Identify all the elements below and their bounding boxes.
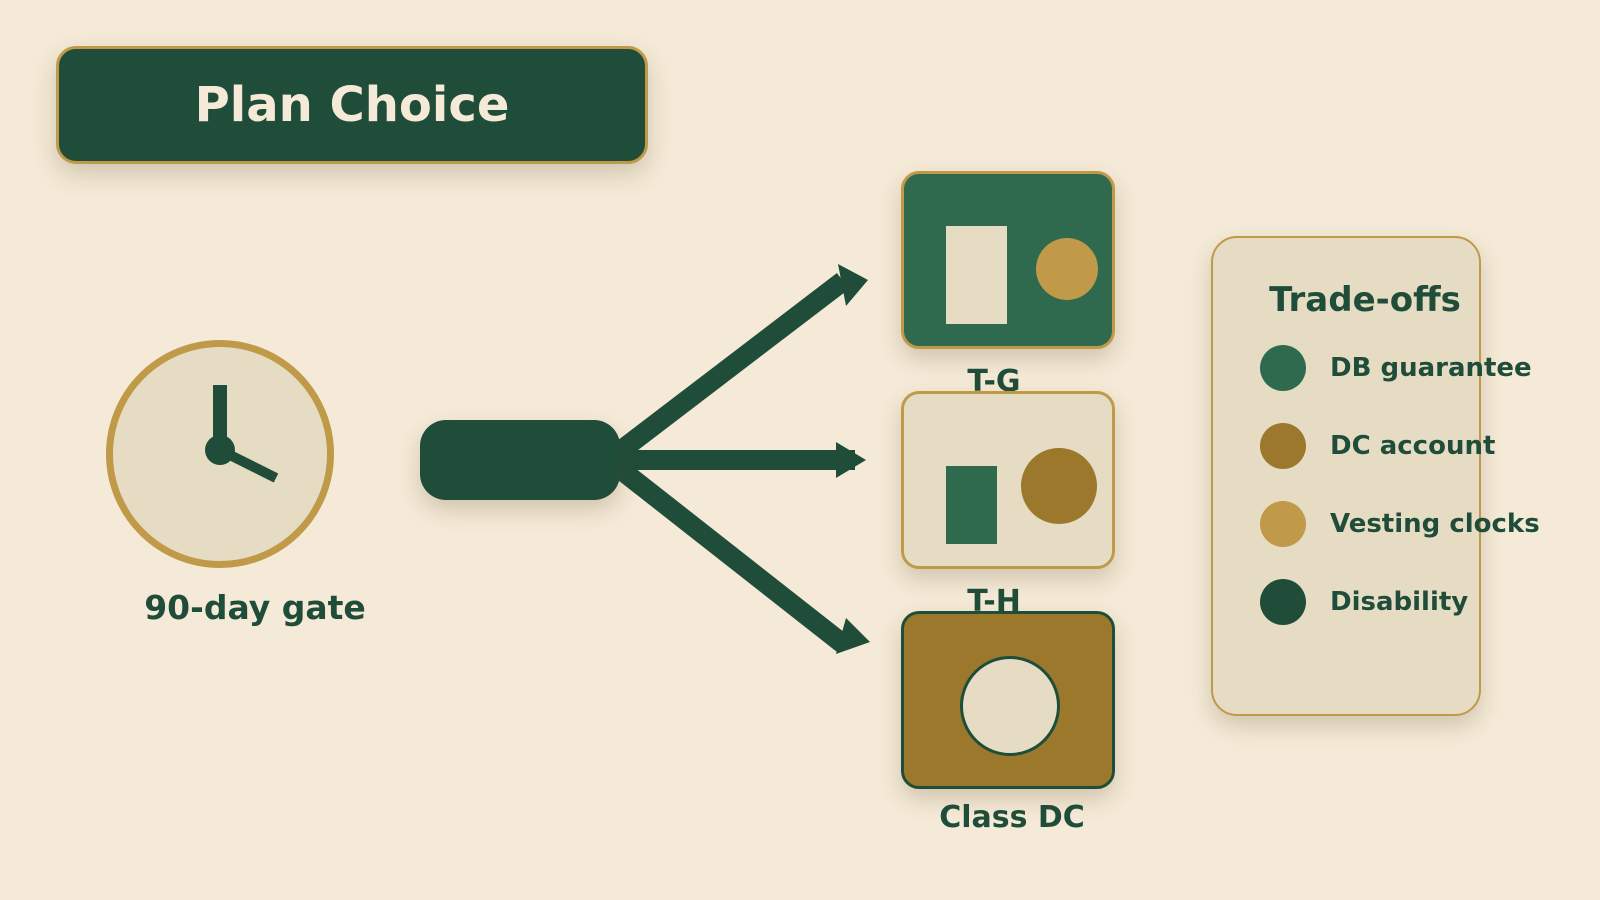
arrow-to-dc bbox=[608, 457, 850, 652]
option-card-tg bbox=[901, 171, 1115, 349]
legend-panel bbox=[1211, 236, 1481, 716]
rectangle-icon bbox=[946, 466, 997, 544]
legend-label: Vesting clocks bbox=[1330, 509, 1540, 539]
legend-title: Trade-offs bbox=[1269, 280, 1461, 320]
ring-icon bbox=[960, 656, 1060, 756]
option-card-dc bbox=[901, 611, 1115, 789]
arrow-to-tg bbox=[608, 273, 850, 463]
legend-dot bbox=[1260, 345, 1306, 391]
title-banner: Plan Choice bbox=[56, 46, 648, 164]
gate-label: 90-day gate bbox=[144, 588, 366, 627]
arrowhead-dc bbox=[836, 618, 870, 654]
legend-item: DB guarantee bbox=[1260, 345, 1532, 391]
legend-dot bbox=[1260, 579, 1306, 625]
legend-label: Disability bbox=[1330, 587, 1469, 617]
arrowhead-tg bbox=[838, 264, 868, 306]
legend-item: Disability bbox=[1260, 579, 1468, 625]
legend-dot bbox=[1260, 501, 1306, 547]
decision-hub bbox=[420, 420, 620, 500]
legend-dot bbox=[1260, 423, 1306, 469]
rectangle-icon bbox=[946, 226, 1007, 324]
option-card-th bbox=[901, 391, 1115, 569]
legend-label: DB guarantee bbox=[1330, 353, 1532, 383]
legend-label: DC account bbox=[1330, 431, 1496, 461]
clock-icon bbox=[106, 340, 334, 568]
legend-item: Vesting clocks bbox=[1260, 501, 1540, 547]
legend-item: DC account bbox=[1260, 423, 1495, 469]
page-title: Plan Choice bbox=[194, 77, 510, 133]
option-label-dc: Class DC bbox=[939, 800, 1085, 835]
circle-icon bbox=[1036, 238, 1098, 300]
circle-icon bbox=[1021, 448, 1097, 524]
arrowhead-th bbox=[836, 442, 866, 478]
